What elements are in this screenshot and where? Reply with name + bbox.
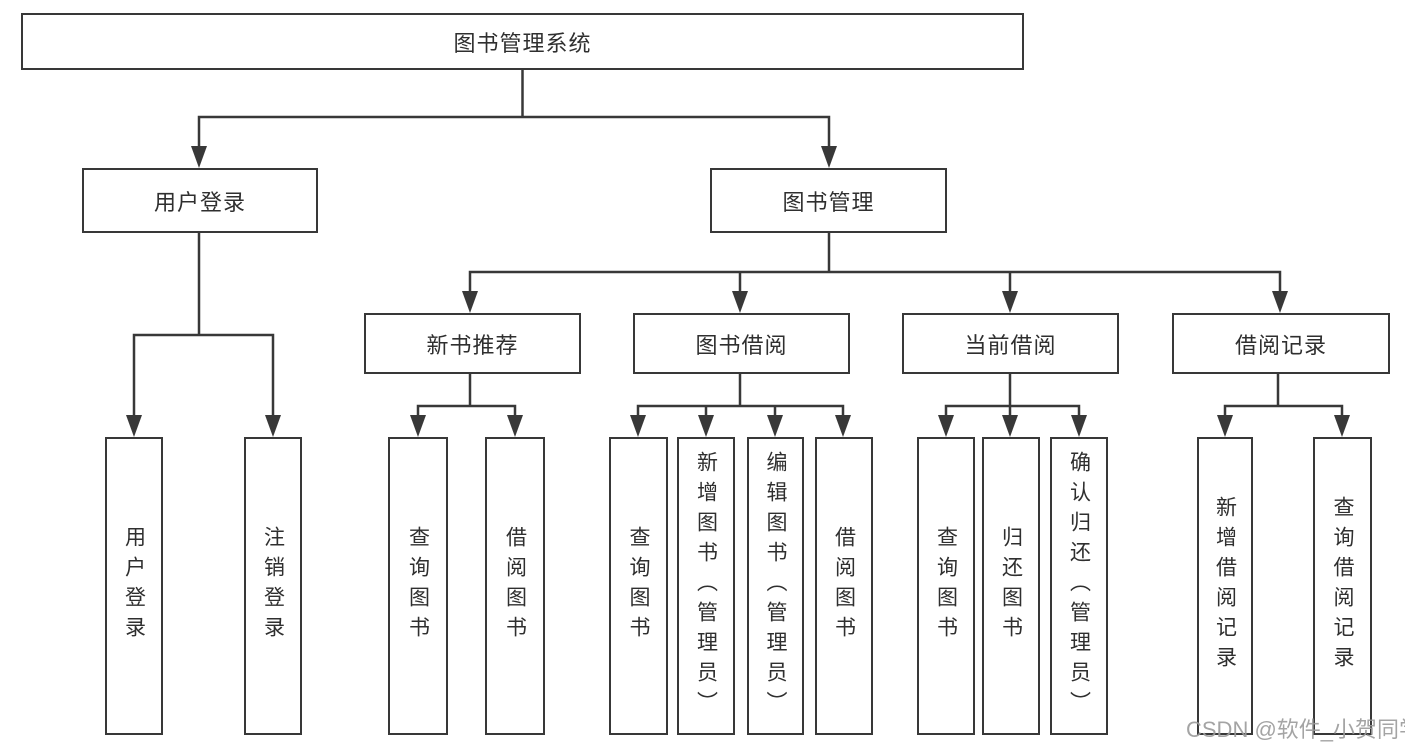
connector-root-to-level2 <box>197 68 831 152</box>
leaf-borrow-book-1-label: 借阅图书 <box>503 526 527 646</box>
arrowhead <box>410 415 426 437</box>
connector-borrow-to-leaves <box>636 372 845 422</box>
leaf-query-book-2-label: 查询图书 <box>627 526 650 646</box>
arrowhead <box>767 415 783 437</box>
leaf-logout-label: 注销登录 <box>261 526 285 646</box>
connector-bookmgmt-to-level3 <box>468 231 1282 297</box>
arrowhead <box>1334 415 1350 437</box>
leaf-confirm-return-admin-label: 确认归还（管理员） <box>1067 451 1091 721</box>
leaf-user-login-label: 用户登录 <box>122 526 146 646</box>
arrowhead <box>507 415 523 437</box>
arrowhead <box>191 146 207 168</box>
arrowhead <box>1002 291 1018 313</box>
leaf-add-borrow-record-label: 新增借阅记录 <box>1213 496 1237 676</box>
arrowhead <box>126 415 142 437</box>
leaf-add-book-admin: 新增图书（管理员） <box>677 437 735 735</box>
arrowhead <box>698 415 714 437</box>
node-book-borrow: 图书借阅 <box>633 313 850 374</box>
leaf-return-book-label: 归还图书 <box>999 526 1023 646</box>
node-borrow-records-label: 借阅记录 <box>1234 332 1327 358</box>
arrowhead <box>1217 415 1233 437</box>
arrowhead <box>732 291 748 313</box>
leaf-query-borrow-record-label: 查询借阅记录 <box>1331 496 1354 676</box>
leaf-add-borrow-record: 新增借阅记录 <box>1197 437 1253 735</box>
leaf-query-book-2: 查询图书 <box>609 437 668 735</box>
node-current-borrow-label: 当前借阅 <box>964 332 1057 358</box>
node-book-management: 图书管理 <box>710 168 947 233</box>
leaf-query-book-1-label: 查询图书 <box>406 526 430 646</box>
node-root: 图书管理系统 <box>21 13 1024 70</box>
arrowhead <box>1002 415 1018 437</box>
arrowhead <box>462 291 478 313</box>
arrowhead-group <box>126 146 1350 437</box>
connector-userlogin-to-leaves <box>132 231 275 422</box>
connector-group <box>132 68 1344 422</box>
node-current-borrow: 当前借阅 <box>902 313 1119 374</box>
node-book-borrow-label: 图书借阅 <box>695 332 788 358</box>
leaf-query-borrow-record: 查询借阅记录 <box>1313 437 1372 735</box>
leaf-add-book-admin-label: 新增图书（管理员） <box>694 451 718 721</box>
leaf-query-book-1: 查询图书 <box>388 437 448 735</box>
arrowhead <box>630 415 646 437</box>
leaf-query-book-3: 查询图书 <box>917 437 975 735</box>
leaf-query-book-3-label: 查询图书 <box>934 526 958 646</box>
leaf-confirm-return-admin: 确认归还（管理员） <box>1050 437 1108 735</box>
arrowhead <box>821 146 837 168</box>
leaf-borrow-book-2: 借阅图书 <box>815 437 873 735</box>
leaf-return-book: 归还图书 <box>982 437 1040 735</box>
node-user-login-label: 用户登录 <box>153 189 246 215</box>
leaf-logout: 注销登录 <box>244 437 302 735</box>
node-new-book-recommend: 新书推荐 <box>364 313 581 374</box>
arrowhead <box>835 415 851 437</box>
node-user-login: 用户登录 <box>82 168 318 233</box>
connector-current-to-leaves <box>944 372 1081 422</box>
leaf-edit-book-admin-label: 编辑图书（管理员） <box>764 451 787 721</box>
leaf-edit-book-admin: 编辑图书（管理员） <box>747 437 804 735</box>
leaf-borrow-book-1: 借阅图书 <box>485 437 545 735</box>
arrowhead <box>1071 415 1087 437</box>
leaf-user-login: 用户登录 <box>105 437 163 735</box>
node-borrow-records: 借阅记录 <box>1172 313 1390 374</box>
connector-record-to-leaves <box>1223 372 1344 422</box>
leaf-borrow-book-2-label: 借阅图书 <box>832 526 856 646</box>
arrowhead <box>938 415 954 437</box>
arrowhead <box>265 415 281 437</box>
csdn-watermark: CSDN @软件_小贺同学 <box>1186 717 1405 742</box>
node-new-book-recommend-label: 新书推荐 <box>426 332 519 358</box>
connector-newrec-to-leaves <box>416 372 517 422</box>
node-book-management-label: 图书管理 <box>782 189 875 215</box>
arrowhead <box>1272 291 1288 313</box>
node-root-label: 图书管理系统 <box>453 30 592 56</box>
